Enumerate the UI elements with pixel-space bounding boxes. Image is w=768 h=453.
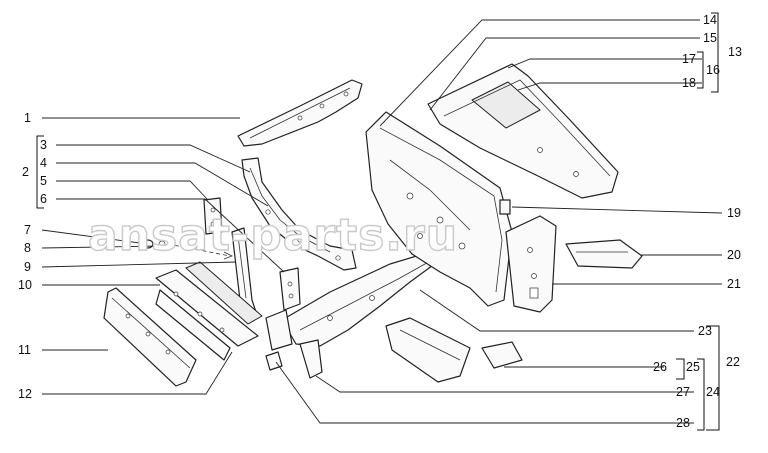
watermark-text: ansat-parts.ru	[88, 210, 458, 261]
part-3-4-drawing	[241, 157, 357, 271]
callout-9: 9	[24, 260, 31, 274]
callout-24: 24	[706, 385, 720, 399]
callout-21: 21	[727, 277, 741, 291]
part-28-drawing	[265, 309, 293, 351]
part-12-drawing	[155, 289, 231, 361]
callout-3: 3	[40, 138, 47, 152]
leader-3	[56, 144, 251, 173]
bracket-16	[697, 51, 704, 89]
callout-12: 12	[18, 387, 32, 401]
callout-17: 17	[682, 52, 696, 66]
group-brackets	[36, 12, 720, 431]
callout-22: 22	[726, 355, 740, 369]
leader-14	[379, 19, 700, 127]
callout-2: 2	[22, 165, 29, 179]
callout-25: 25	[686, 360, 700, 374]
part-1-drawing	[237, 79, 363, 147]
callout-11: 11	[18, 343, 31, 357]
leader-4	[56, 162, 269, 207]
callout-18: 18	[682, 76, 696, 90]
callout-27: 27	[676, 385, 690, 399]
callout-8: 8	[24, 241, 31, 255]
leader-9	[41, 261, 237, 268]
callout-10: 10	[18, 278, 32, 292]
leader-18	[517, 82, 702, 91]
bracket-24	[697, 358, 705, 431]
callout-16: 16	[706, 63, 720, 77]
bracket-22	[706, 325, 720, 431]
callout-5: 5	[40, 174, 47, 188]
callout-19: 19	[727, 206, 741, 220]
callout-6: 6	[40, 192, 47, 206]
leader-15	[429, 37, 700, 111]
callout-labels: 1 2 3 4 5 6 7 8 9 10 11 12 13 14 15 16 1…	[18, 13, 742, 430]
part-14-15-drawing	[365, 111, 513, 307]
callout-1: 1	[24, 111, 31, 125]
leader-28	[275, 361, 694, 424]
callout-15: 15	[703, 31, 717, 45]
part-21-drawing	[505, 215, 557, 313]
leader-6	[56, 198, 285, 273]
callout-14: 14	[703, 13, 717, 27]
bracket-13	[711, 12, 719, 93]
leader-19	[511, 206, 723, 214]
leader-8	[41, 245, 161, 249]
leader-7	[41, 229, 141, 244]
callout-26: 26	[653, 360, 667, 374]
part-19-drawing	[499, 199, 511, 215]
part-10-drawing	[155, 261, 263, 347]
callout-20: 20	[727, 248, 741, 262]
leader-27	[315, 375, 694, 393]
leader-5	[56, 180, 209, 201]
callout-23: 23	[698, 324, 712, 338]
leader-12	[42, 351, 233, 395]
callout-28: 28	[676, 416, 690, 430]
part-17-18-drawing	[427, 63, 619, 199]
callout-4: 4	[40, 156, 47, 170]
part-20-drawing	[565, 239, 643, 269]
callout-7: 7	[24, 223, 31, 237]
part-26-drawing	[385, 317, 523, 383]
part-11-drawing	[103, 287, 197, 387]
callout-13: 13	[728, 45, 742, 59]
leader-23	[419, 289, 694, 332]
bracket-2	[36, 135, 44, 209]
part-5-drawing	[203, 197, 223, 235]
part-6-drawing	[279, 267, 301, 311]
leader-17	[507, 58, 702, 69]
leader-lines	[41, 19, 723, 424]
bracket-25	[676, 358, 685, 380]
